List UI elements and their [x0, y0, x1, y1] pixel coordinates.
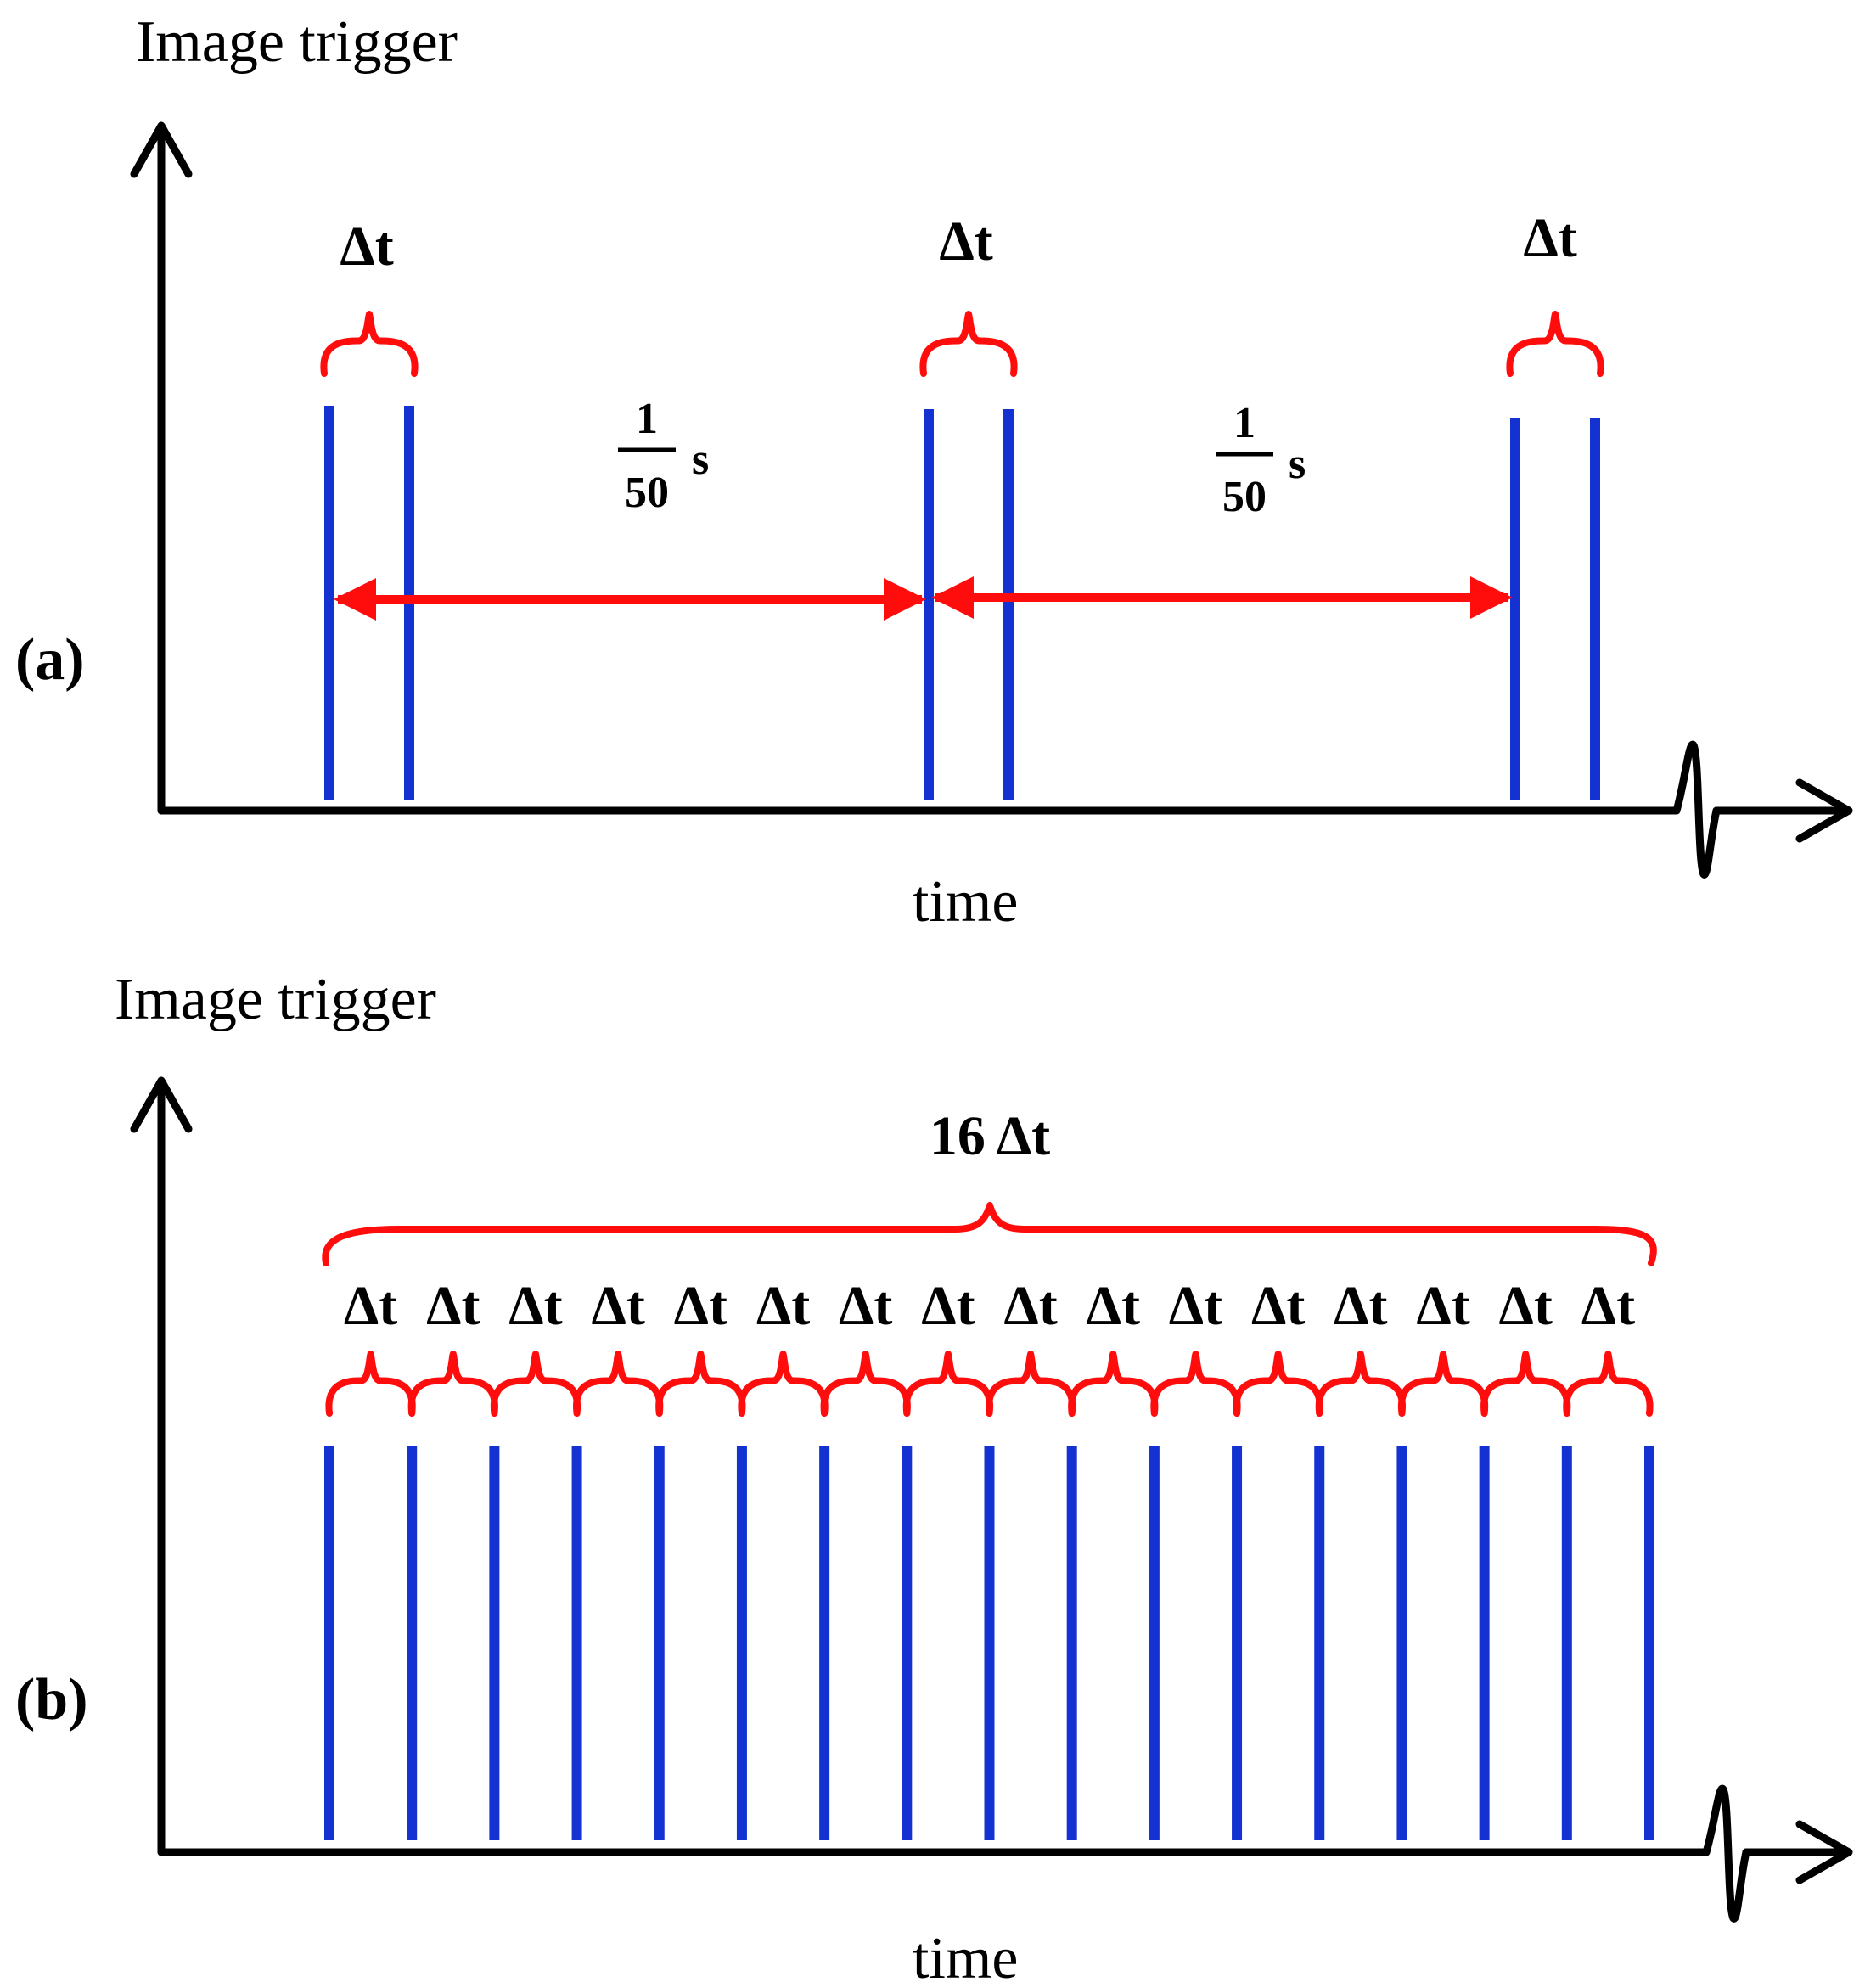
step-brace	[1315, 1351, 1406, 1417]
step-brace	[1398, 1351, 1489, 1417]
step-brace	[1068, 1351, 1159, 1417]
step-label: Δt	[1087, 1275, 1140, 1337]
panel-a-pair-braces	[320, 311, 1604, 377]
step-brace	[573, 1351, 664, 1417]
panel-a-y-arrowhead	[130, 121, 193, 178]
step-brace	[325, 1351, 416, 1417]
step-label: Δt	[1499, 1275, 1553, 1337]
panel-a-label: (a)	[15, 627, 85, 693]
panel-b-x-label: time	[913, 1926, 1018, 1988]
total-span-label: 16 Δt	[930, 1105, 1050, 1167]
pair-brace	[919, 311, 1018, 377]
step-brace	[655, 1351, 746, 1417]
panel-a-x-label: time	[913, 869, 1018, 935]
panel-b-x-arrowhead	[1795, 1820, 1853, 1884]
step-brace	[1233, 1351, 1323, 1417]
step-label: Δt	[1251, 1275, 1305, 1337]
panel-b-step-braces	[325, 1351, 1654, 1417]
step-label: Δt	[1581, 1275, 1635, 1337]
step-label: Δt	[1416, 1275, 1469, 1337]
panel-a-axis-break	[1672, 740, 1721, 879]
panel-b-axis-break	[1702, 1784, 1750, 1923]
panel-b-label: (b)	[15, 1667, 88, 1732]
interval-label-1: 1 50 s	[618, 395, 709, 517]
total-span-brace	[322, 1202, 1657, 1266]
panel-a-x-arrowhead	[1795, 778, 1853, 843]
panel-b-y-label: Image trigger	[115, 967, 436, 1032]
pair-label-2: Δt	[939, 211, 992, 272]
step-brace	[1563, 1351, 1654, 1417]
interval-label-2: 1 50 s	[1216, 399, 1306, 521]
step-label: Δt	[756, 1275, 810, 1337]
step-label: Δt	[839, 1275, 892, 1337]
step-label: Δt	[674, 1275, 727, 1337]
panel-a: Image trigger (a) time 1 50 s 1 50 s Δt	[15, 9, 1853, 935]
interval-1-denominator: 50	[625, 469, 669, 517]
step-label: Δt	[426, 1275, 480, 1337]
step-brace	[738, 1351, 829, 1417]
step-label: Δt	[1169, 1275, 1222, 1337]
interval-1-unit: s	[692, 435, 709, 484]
step-label: Δt	[1334, 1275, 1387, 1337]
panel-b-y-arrowhead	[130, 1076, 193, 1133]
step-brace	[1480, 1351, 1571, 1417]
step-label: Δt	[344, 1275, 397, 1337]
interval-2-denominator: 50	[1222, 473, 1267, 521]
interval-1-numerator: 1	[636, 395, 658, 443]
step-brace	[407, 1351, 498, 1417]
step-brace	[1150, 1351, 1241, 1417]
step-brace	[902, 1351, 993, 1417]
step-label: Δt	[508, 1275, 562, 1337]
interval-2-unit: s	[1289, 440, 1306, 488]
interval-2-numerator: 1	[1233, 399, 1256, 447]
pair-label-1: Δt	[340, 216, 393, 278]
step-label: Δt	[921, 1275, 975, 1337]
panel-b-step-labels: Δt Δt Δt Δt Δt Δt Δt Δt Δt Δt Δt Δt Δt Δt Δt Δt	[344, 1275, 1635, 1337]
panel-b-pulses	[324, 1446, 1654, 1840]
step-label: Δt	[591, 1275, 644, 1337]
step-label: Δt	[1003, 1275, 1057, 1337]
step-brace	[490, 1351, 581, 1417]
pair-brace	[1506, 311, 1604, 377]
pair-brace	[320, 311, 419, 377]
panel-a-y-label: Image trigger	[136, 9, 458, 75]
pair-label-3: Δt	[1523, 207, 1576, 269]
step-brace	[986, 1351, 1076, 1417]
step-brace	[820, 1351, 911, 1417]
